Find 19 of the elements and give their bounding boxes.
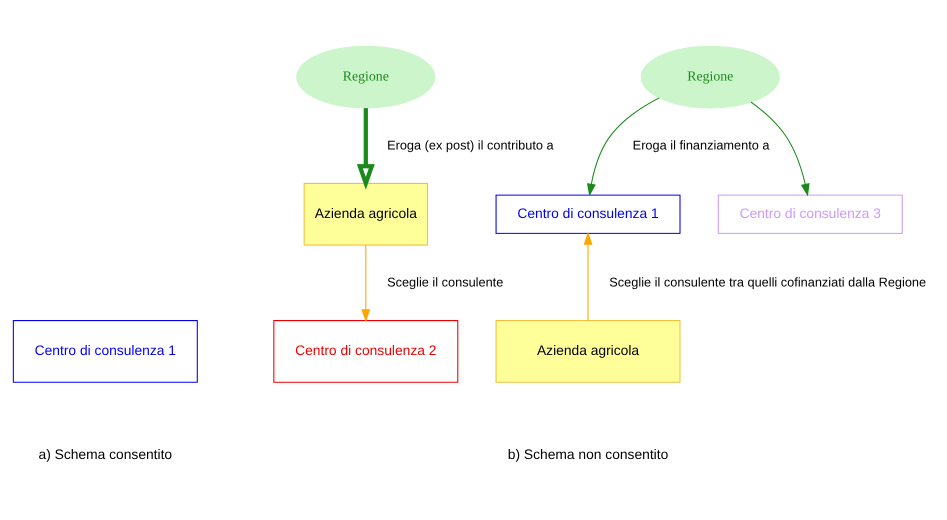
node-box: Centro di consulenza 3: [717, 194, 902, 234]
arrow: [586, 96, 659, 196]
label: a) Schema consentito: [38, 446, 172, 462]
arrow: [360, 244, 370, 322]
arrow: [583, 231, 592, 320]
node-ellipse: Regione: [296, 45, 435, 108]
edge-label: Sceglie il consulente tra quelli cofinanziati dalla Regione: [608, 274, 926, 290]
node-box: Centro di consulenza 1: [12, 320, 198, 382]
node-box: Centro di consulenza 1: [495, 194, 680, 234]
arrow: [750, 101, 810, 196]
node-box: Centro di consulenza 2: [272, 320, 458, 382]
edge-label: Eroga (ex post) il contributo a: [386, 136, 554, 152]
edge-label: Eroga il finanziamento a: [632, 136, 769, 152]
node-box: Azienda agricola: [303, 182, 428, 246]
node-box: Azienda agricola: [495, 320, 680, 382]
edge-label: Sceglie il consulente: [386, 274, 503, 290]
node-ellipse: Regione: [640, 45, 780, 108]
arrow: [356, 108, 374, 190]
label: b) Schema non consentito: [507, 446, 668, 462]
